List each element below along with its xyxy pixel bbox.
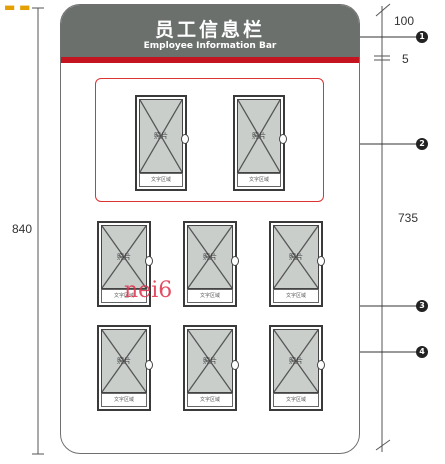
featured-photo-group bbox=[95, 78, 324, 202]
placeholder-cross bbox=[140, 100, 182, 172]
frame-clip bbox=[145, 359, 153, 370]
board-title-en: Employee Information Bar bbox=[143, 41, 277, 51]
frame-clip bbox=[231, 359, 239, 370]
name-strip: 文字区域 bbox=[187, 393, 233, 407]
photo-frame: 照片文字区域 bbox=[269, 325, 325, 411]
name-strip: 文字区域 bbox=[273, 289, 319, 303]
callout-1: 1 bbox=[416, 31, 428, 43]
photo-frame: 照片文字区域 bbox=[135, 95, 189, 191]
photo-label: 照片 bbox=[117, 253, 131, 261]
placeholder-cross bbox=[102, 330, 146, 392]
photo-frame: 照片文字区域 bbox=[183, 325, 239, 411]
photo-placeholder: 照片 bbox=[139, 99, 183, 173]
placeholder-cross bbox=[102, 226, 146, 288]
photo-label: 照片 bbox=[289, 253, 303, 261]
photo-label: 照片 bbox=[289, 357, 303, 365]
photo-placeholder: 照片 bbox=[237, 99, 281, 173]
body-height-label: 735 bbox=[398, 211, 419, 225]
frame-clip bbox=[279, 133, 287, 144]
information-board: 员工信息栏 Employee Information Bar 照片文字区域照片文… bbox=[60, 4, 360, 454]
photo-label: 照片 bbox=[154, 132, 168, 140]
frame-clip bbox=[181, 133, 189, 144]
name-strip: 文字区域 bbox=[187, 289, 233, 303]
name-strip: 文字区域 bbox=[139, 173, 183, 187]
photo-label: 照片 bbox=[252, 132, 266, 140]
frame-clip bbox=[317, 255, 325, 266]
board-title-zh: 员工信息栏 bbox=[154, 19, 265, 41]
stripe-height-label: 5 bbox=[402, 52, 409, 66]
placeholder-cross bbox=[274, 226, 318, 288]
placeholder-cross bbox=[188, 330, 232, 392]
frame-clip bbox=[145, 255, 153, 266]
frame-clip bbox=[231, 255, 239, 266]
name-strip: 文字区域 bbox=[101, 289, 147, 303]
photo-frame: 照片文字区域 bbox=[233, 95, 287, 191]
name-strip: 文字区域 bbox=[237, 173, 281, 187]
callout-4: 4 bbox=[416, 346, 428, 358]
photo-placeholder: 照片 bbox=[101, 329, 147, 393]
photo-frame: 照片文字区域 bbox=[97, 325, 153, 411]
callout-3: 3 bbox=[416, 300, 428, 312]
photo-frame: 照片文字区域 bbox=[97, 221, 153, 307]
placeholder-cross bbox=[188, 226, 232, 288]
placeholder-cross bbox=[238, 100, 280, 172]
name-strip: 文字区域 bbox=[273, 393, 319, 407]
callout-2: 2 bbox=[416, 138, 428, 150]
frame-clip bbox=[317, 359, 325, 370]
photo-frame: 照片文字区域 bbox=[183, 221, 239, 307]
photo-placeholder: 照片 bbox=[187, 329, 233, 393]
photo-frame: 照片文字区域 bbox=[269, 221, 325, 307]
photo-label: 照片 bbox=[203, 253, 217, 261]
placeholder-cross bbox=[274, 330, 318, 392]
logo-fragment: ▬ ▬ bbox=[4, 0, 31, 14]
red-stripe bbox=[61, 57, 359, 63]
board-header: 员工信息栏 Employee Information Bar bbox=[61, 5, 359, 57]
photo-label: 照片 bbox=[203, 357, 217, 365]
photo-placeholder: 照片 bbox=[187, 225, 233, 289]
name-strip: 文字区域 bbox=[101, 393, 147, 407]
header-height-label: 100 bbox=[394, 14, 415, 28]
photo-placeholder: 照片 bbox=[101, 225, 147, 289]
watermark-text: nei6 bbox=[124, 278, 173, 303]
photo-placeholder: 照片 bbox=[273, 225, 319, 289]
photo-placeholder: 照片 bbox=[273, 329, 319, 393]
total-height-label: 840 bbox=[12, 222, 33, 236]
photo-label: 照片 bbox=[117, 357, 131, 365]
